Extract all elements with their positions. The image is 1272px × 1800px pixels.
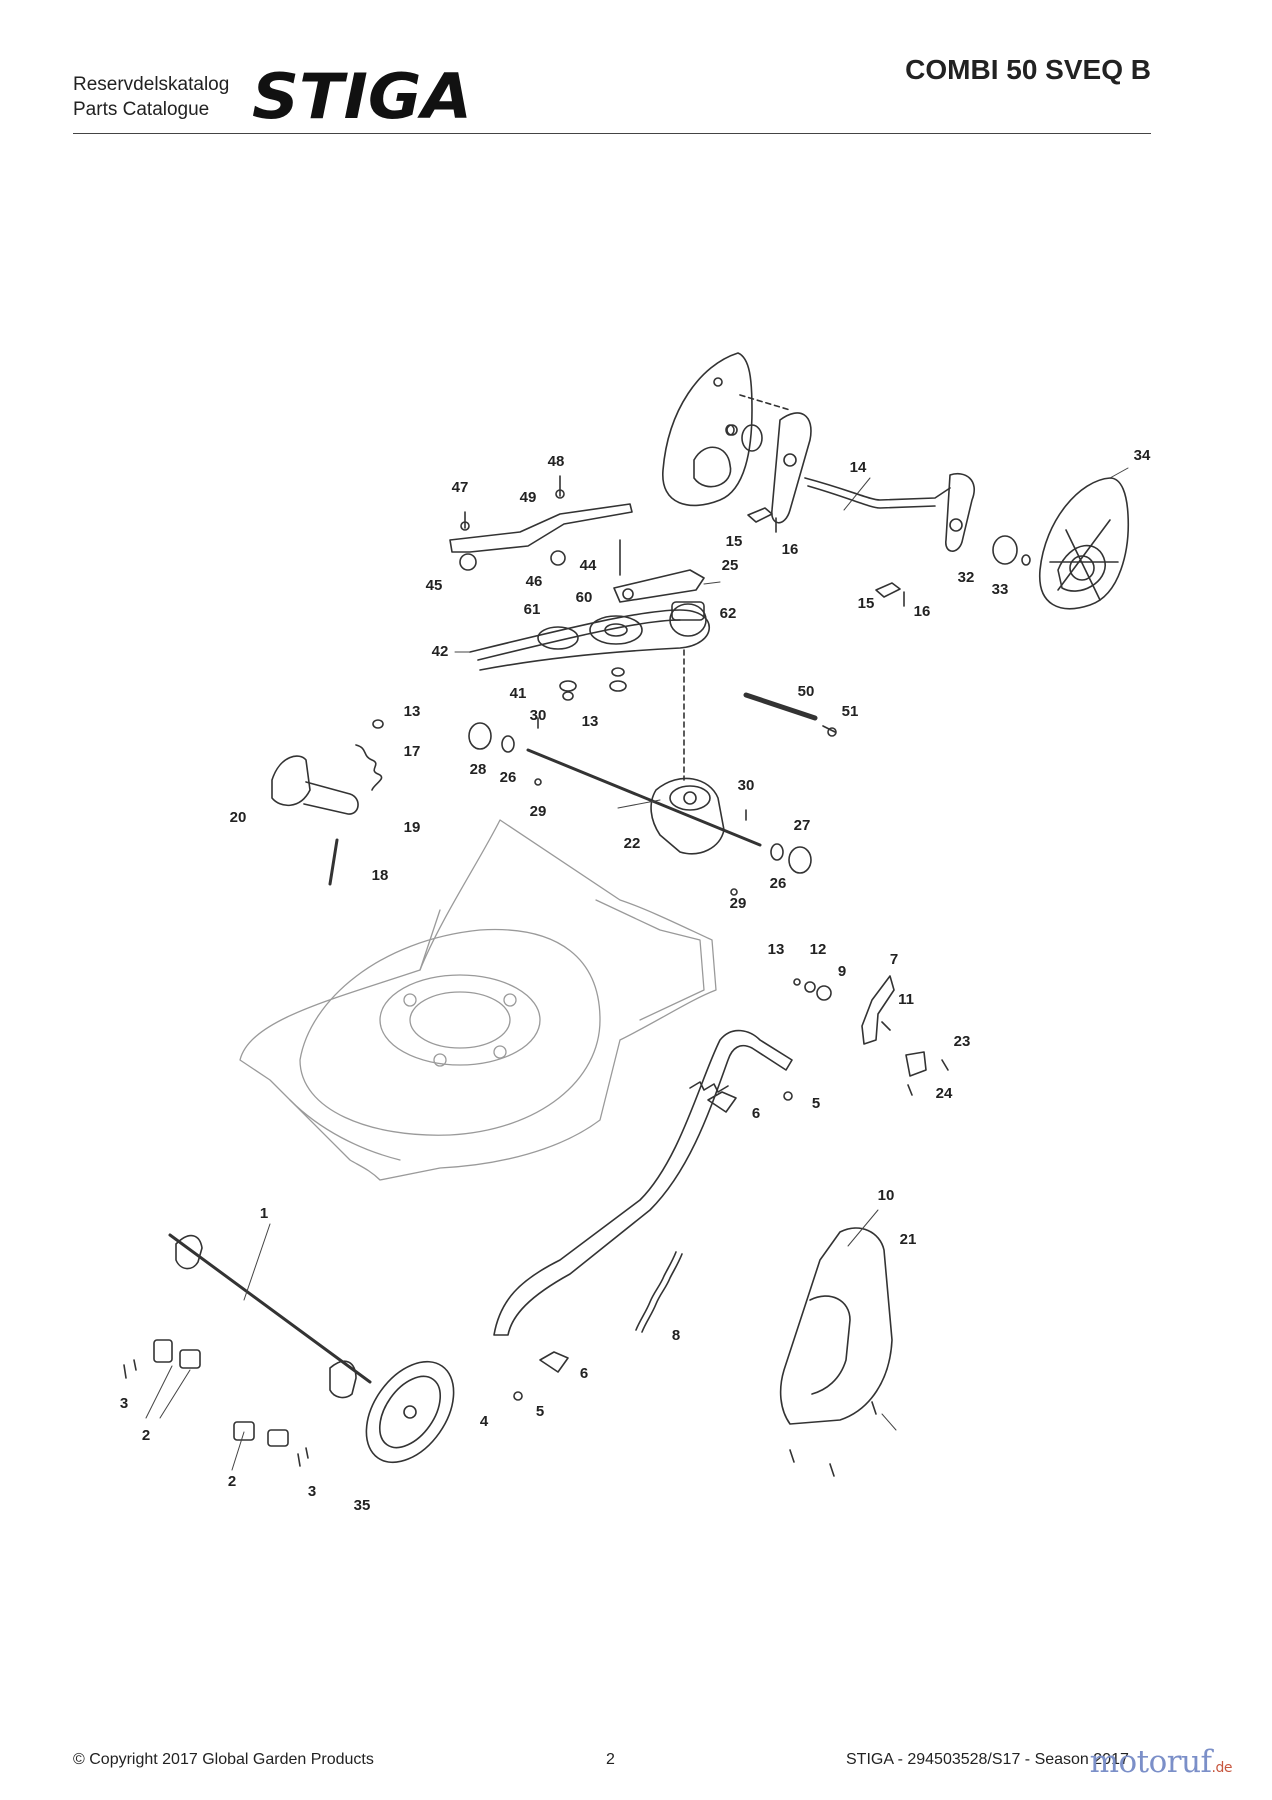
page-number: 2 (606, 1751, 615, 1768)
callout-33: 33 (992, 581, 1009, 598)
catalog-label-english: Parts Catalogue (73, 99, 210, 120)
rear-axle-bracket (771, 412, 812, 524)
mulching-cover (779, 1227, 893, 1425)
callout-1: 1 (260, 1205, 268, 1222)
callout-29: 29 (730, 895, 747, 912)
callout-4: 4 (480, 1413, 489, 1430)
callout-62: 62 (720, 605, 737, 622)
callout-22: 22 (624, 835, 641, 852)
watermark-tld: .de (1211, 1760, 1233, 1776)
callout-48: 48 (548, 453, 565, 470)
rear-wheel-cover-left (662, 352, 753, 507)
callout-10: 10 (878, 1187, 895, 1204)
callout-9: 9 (838, 963, 846, 980)
callout-16: 16 (782, 541, 799, 558)
callout-28: 28 (470, 761, 487, 778)
callout-5: 5 (536, 1403, 544, 1420)
height-adjust-handle (271, 755, 311, 807)
front-wheel (365, 1360, 455, 1464)
watermark-text: motoruf (1089, 1744, 1212, 1780)
callout-3: 3 (308, 1483, 316, 1500)
document-reference: STIGA - 294503528/S17 - Season 2017 (846, 1751, 1129, 1768)
callout-12: 12 (810, 941, 827, 958)
callout-50: 50 (798, 683, 815, 700)
callout-18: 18 (372, 867, 389, 884)
callout-34: 34 (1134, 447, 1151, 464)
callout-7: 7 (890, 951, 898, 968)
catalog-label-swedish: Reservdelskatalog (73, 74, 230, 95)
callout-13: 13 (582, 713, 599, 730)
callout-46: 46 (526, 573, 543, 590)
copyright-text: © Copyright 2017 Global Garden Products (73, 1751, 374, 1768)
callout-49: 49 (520, 489, 537, 506)
callout-35: 35 (354, 1497, 371, 1514)
callout-2: 2 (142, 1427, 150, 1444)
drive-axle (526, 748, 762, 847)
lever-plate (449, 503, 633, 553)
callout-51: 51 (842, 703, 859, 720)
callout-16: 16 (914, 603, 931, 620)
callout-26: 26 (500, 769, 517, 786)
gearbox (650, 777, 725, 855)
callout-6: 6 (752, 1105, 760, 1122)
callout-47: 47 (452, 479, 469, 496)
callout-5: 5 (812, 1095, 820, 1112)
exploded-parts-diagram: 1 2 2 3 3 4 5 5 6 6 7 8 9 10 11 12 13 13… (120, 352, 1151, 1514)
callout-13: 13 (404, 703, 421, 720)
callout-61: 61 (524, 601, 541, 618)
callout-21: 21 (900, 1231, 917, 1248)
drive-belt (469, 609, 710, 671)
front-axle (168, 1233, 372, 1384)
callout-3: 3 (120, 1395, 128, 1412)
callout-45: 45 (426, 577, 443, 594)
callout-19: 19 (404, 819, 421, 836)
callout-8: 8 (672, 1327, 680, 1344)
height-lever (493, 1029, 793, 1336)
callout-2: 2 (228, 1473, 236, 1490)
callout-13: 13 (768, 941, 785, 958)
model-title: COMBI 50 SVEQ B (905, 54, 1151, 85)
callout-30: 30 (530, 707, 547, 724)
brand-logo-text: STIGA (252, 66, 472, 124)
callout-27: 27 (794, 817, 811, 834)
callout-29: 29 (530, 803, 547, 820)
callout-25: 25 (722, 557, 739, 574)
header-divider (73, 133, 1151, 134)
callout-41: 41 (510, 685, 527, 702)
callout-24: 24 (936, 1085, 953, 1102)
callout-60: 60 (576, 589, 593, 606)
callout-15: 15 (726, 533, 743, 550)
callout-42: 42 (432, 643, 449, 660)
callout-17: 17 (404, 743, 421, 760)
callout-14: 14 (850, 459, 867, 476)
callout-32: 32 (958, 569, 975, 586)
callout-23: 23 (954, 1033, 971, 1050)
rear-wheel-cover-right (1039, 477, 1130, 610)
link-arm (613, 569, 705, 603)
callout-11: 11 (898, 991, 914, 1008)
callout-20: 20 (230, 809, 247, 826)
callout-30: 30 (738, 777, 755, 794)
callout-6: 6 (580, 1365, 588, 1382)
callout-44: 44 (580, 557, 597, 574)
watermark-logo: motoruf.de (1089, 1744, 1233, 1780)
latch-bracket (861, 975, 895, 1045)
stiga-logo: STIGA (252, 66, 472, 124)
callout-26: 26 (770, 875, 787, 892)
callout-15: 15 (858, 595, 875, 612)
mower-deck (239, 819, 717, 1181)
